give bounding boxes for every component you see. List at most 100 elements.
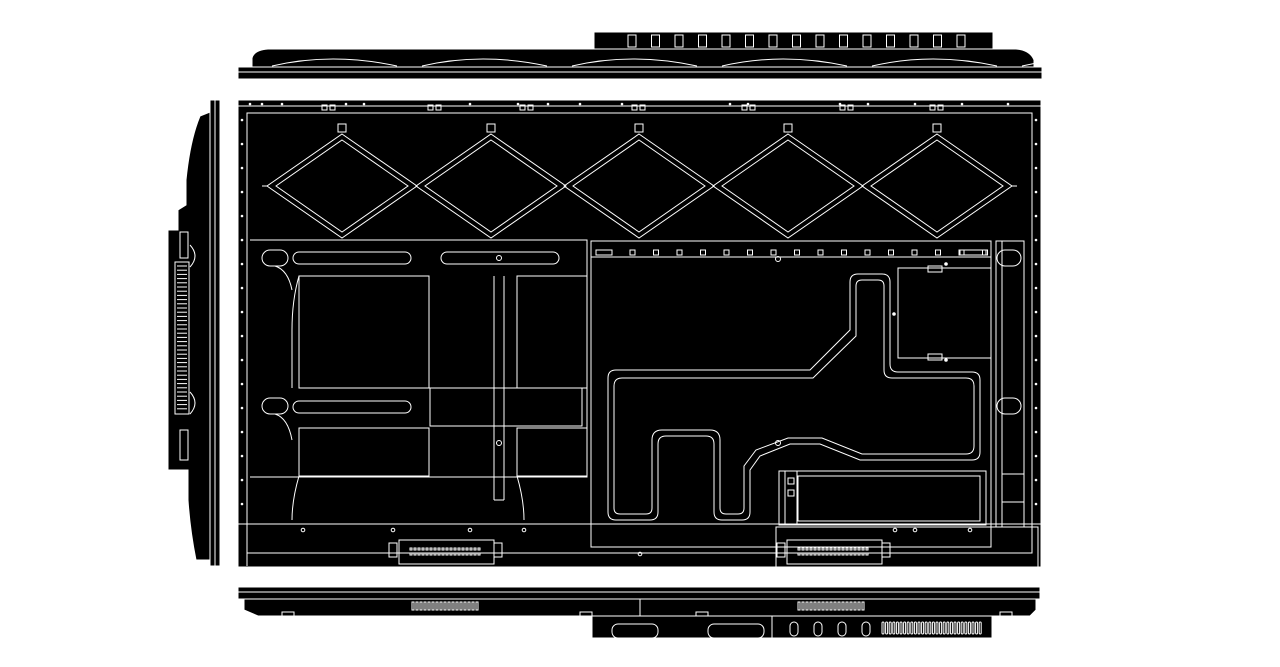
- port-slot: [768, 34, 778, 48]
- panel-slot: [653, 249, 659, 256]
- side-view-vent-slots: [177, 265, 187, 410]
- mount-slot: [996, 249, 1022, 267]
- grille-hole: [809, 552, 813, 556]
- grille-bar: [427, 601, 431, 611]
- grille-bar: [447, 601, 451, 611]
- bottom-port-pin: [928, 621, 932, 635]
- port-slot: [909, 34, 919, 48]
- grille-hole: [413, 552, 417, 556]
- grille-hole: [813, 547, 817, 551]
- grille-bar: [797, 601, 801, 611]
- edge-screw: [260, 102, 264, 106]
- bezel-arc: [721, 58, 848, 67]
- grille-hole: [417, 547, 421, 551]
- panel-slot: [747, 249, 753, 256]
- port-slot: [674, 34, 684, 48]
- grille-hole: [805, 547, 809, 551]
- bottom-view-grilles: [411, 601, 865, 611]
- grille-hole: [837, 547, 841, 551]
- bottom-port-pin: [888, 621, 892, 635]
- panel-slot: [723, 249, 730, 256]
- edge-screw: [240, 166, 244, 170]
- grille-hole: [845, 552, 849, 556]
- top-connector: [639, 104, 646, 111]
- grille-bar: [439, 601, 443, 611]
- grille-hole: [445, 547, 449, 551]
- port-slot: [792, 34, 801, 48]
- edge-screw: [1034, 142, 1038, 146]
- grille-hole: [849, 547, 853, 551]
- bottom-port-pin: [881, 621, 885, 635]
- band-screw: [467, 527, 473, 533]
- edge-screw: [1034, 190, 1038, 194]
- edge-screw: [546, 102, 550, 106]
- bottom-port-pin: [924, 621, 928, 635]
- edge-screw: [240, 310, 244, 314]
- edge-screw: [866, 102, 870, 106]
- grille-bar: [801, 601, 805, 611]
- port-slot: [721, 34, 731, 48]
- band-screw: [637, 551, 643, 557]
- vesa-diamond-truss: [262, 123, 1017, 239]
- band-screw: [390, 527, 396, 533]
- port-slot: [886, 34, 895, 48]
- truss-mount-tab: [783, 123, 793, 133]
- bottom-port-pin: [892, 621, 896, 635]
- panel-slot: [676, 249, 683, 256]
- bottom-port: [789, 621, 799, 637]
- bottom-port-pin: [939, 621, 943, 635]
- mount-slot: [440, 251, 560, 265]
- grille-hole: [433, 552, 437, 556]
- truss-diamond: [415, 133, 567, 239]
- left-mount-bracket: [250, 239, 588, 521]
- back-view-top-connectors: [321, 104, 944, 111]
- grille-bar: [455, 601, 459, 611]
- grille-hole: [425, 552, 429, 556]
- grille-bar: [841, 601, 845, 611]
- bottom-port-pin: [906, 621, 910, 635]
- grille-hole: [825, 552, 829, 556]
- edge-screw: [1034, 454, 1038, 458]
- bottom-port-pin: [960, 621, 964, 635]
- grille-hole: [461, 547, 465, 551]
- top-connector: [929, 104, 936, 111]
- edge-screw: [1034, 406, 1038, 410]
- grille-hole: [437, 547, 441, 551]
- grille-hole: [453, 552, 457, 556]
- grille-bar: [809, 601, 813, 611]
- panel-slot: [911, 249, 918, 256]
- grille-hole: [421, 547, 425, 551]
- edge-screw: [1034, 478, 1038, 482]
- edge-screw: [240, 214, 244, 218]
- bezel-arc: [1021, 58, 1148, 67]
- port-slot: [815, 34, 825, 48]
- grille-hole: [449, 552, 453, 556]
- port-slot: [651, 34, 660, 48]
- edge-screw: [620, 102, 624, 106]
- truss-diamond-inner: [870, 139, 1004, 233]
- edge-screw: [578, 102, 582, 106]
- edge-screw: [240, 382, 244, 386]
- edge-screw: [1034, 166, 1038, 170]
- bottom-port-pin: [899, 621, 903, 635]
- panel-slot: [888, 249, 894, 256]
- pcb-board: [778, 470, 987, 526]
- bottom-port-pin: [971, 621, 975, 635]
- grille-hole: [429, 552, 433, 556]
- truss-mount-tab: [337, 123, 347, 133]
- grille-hole: [461, 552, 465, 556]
- bottom-port-pin: [913, 621, 917, 635]
- grille-hole: [801, 552, 805, 556]
- grille-bar: [443, 601, 447, 611]
- grille-hole: [829, 552, 833, 556]
- grille-hole: [429, 547, 433, 551]
- top-connector: [749, 104, 756, 111]
- top-connector: [435, 104, 442, 111]
- grille-hole: [449, 547, 453, 551]
- panel-slot: [841, 249, 847, 256]
- panel-slot: [817, 249, 824, 256]
- grille-bar: [829, 601, 833, 611]
- edge-screw: [240, 286, 244, 290]
- top-view: [237, 31, 1148, 80]
- grille-bar: [837, 601, 841, 611]
